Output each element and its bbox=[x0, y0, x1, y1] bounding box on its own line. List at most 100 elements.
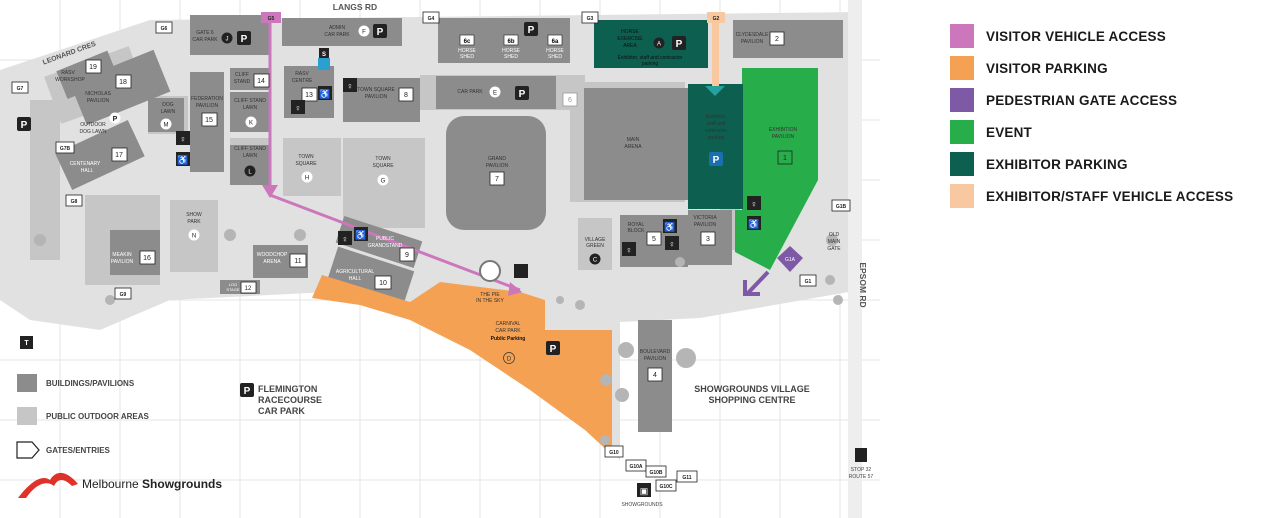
village-label-1: SHOWGROUNDS VILLAGE bbox=[694, 384, 810, 394]
clydesdale-label-2: PAVILION bbox=[741, 39, 764, 45]
parking-icon-horse bbox=[672, 36, 686, 50]
gate-t-label: T bbox=[24, 340, 29, 347]
location-j-label: J bbox=[226, 37, 229, 43]
exhibitor-parking-label-1: Exhibitor, bbox=[706, 114, 727, 120]
building-number-19-box bbox=[85, 59, 102, 74]
cliff-stand-lawn-label-2: LAWN bbox=[243, 105, 258, 111]
admin-label-1: ADMIN bbox=[329, 25, 346, 31]
location-d-marker bbox=[503, 352, 515, 364]
village-green-label-2: GREEN bbox=[586, 243, 604, 249]
gate-g10c-label: G10C bbox=[659, 484, 672, 490]
grand-pavilion-label-2: PAVILION bbox=[486, 163, 509, 169]
meakin-label-1: MEAKIN bbox=[112, 252, 132, 258]
legend-label: VISITOR VEHICLE ACCESS bbox=[986, 28, 1166, 44]
gate-g7-badge bbox=[11, 81, 29, 94]
village-green-label-1: VILLAGE bbox=[585, 237, 607, 243]
gate-g2-label: G2 bbox=[713, 16, 720, 22]
location-e-label: E bbox=[493, 91, 497, 97]
gate-g1b-badge bbox=[831, 199, 851, 212]
location-k-label: K bbox=[249, 121, 253, 127]
parking-icon-exhibitor-letter: P bbox=[713, 155, 720, 166]
village-label-2: SHOPPING CENTRE bbox=[708, 395, 795, 405]
station-label: SHOWGROUNDS bbox=[621, 502, 663, 508]
boulevard-label-2: PAVILION bbox=[644, 356, 667, 362]
legend-label: PEDESTRIAN GATE ACCESS bbox=[986, 92, 1178, 108]
public-grandstand-label-2: GRANDSTAND bbox=[368, 243, 403, 249]
gate6-label-2: CAR PARK bbox=[192, 37, 218, 43]
location-l-marker bbox=[244, 165, 256, 177]
royal-block-label-1: ROYAL bbox=[628, 222, 645, 228]
shed-6c-label-2: SHED bbox=[460, 54, 474, 60]
toilets-icon-royal-glyph: ♀ bbox=[626, 245, 633, 255]
exhibitor-parking-label-3: contractor bbox=[705, 128, 728, 134]
carnival-label-3: Public Parking bbox=[491, 336, 526, 342]
accessible-icon-exhibition bbox=[747, 216, 761, 230]
parking-icon-horse-letter: P bbox=[676, 39, 683, 50]
legend-swatch bbox=[950, 56, 974, 80]
pie-label-1: THE PIE bbox=[480, 292, 500, 298]
legend-swatch bbox=[950, 184, 974, 208]
building-number-15: 15 bbox=[205, 117, 213, 124]
old-main-gate-label-2: MAIN bbox=[828, 239, 841, 245]
building-number-5-box bbox=[646, 231, 662, 246]
building-number-4-box bbox=[647, 367, 663, 382]
building-number-11: 11 bbox=[294, 258, 301, 265]
legend-swatch bbox=[950, 24, 974, 48]
cliff-stand-lawn-label-1: CLIFF STAND bbox=[234, 98, 266, 104]
dog-lawn-label-1: DOG bbox=[162, 102, 174, 108]
trees bbox=[34, 229, 843, 445]
toilets-icon-west bbox=[176, 131, 190, 145]
location-k-marker bbox=[245, 116, 257, 128]
exhibition-pavilion-label-2: PAVILION bbox=[772, 134, 795, 140]
centenary-label-1: CENTENARY bbox=[70, 161, 101, 167]
tram-stop-icon bbox=[855, 448, 867, 462]
parking-icon-admin bbox=[373, 24, 387, 38]
accessible-icon-royal bbox=[663, 219, 677, 233]
parking-icon-outdoor-dog-letter: P bbox=[113, 116, 118, 123]
parking-icon-admin-letter: P bbox=[377, 27, 384, 38]
building-number-4: 4 bbox=[653, 372, 657, 379]
public-grandstand-label-1: PUBLIC bbox=[376, 236, 394, 242]
legend-swatch bbox=[950, 88, 974, 112]
exhibitor-staff-access-arrow bbox=[705, 86, 725, 96]
key-gate-icon bbox=[16, 441, 40, 459]
toilets-icon-exhibition-glyph: ♀ bbox=[751, 199, 758, 209]
horse-exercise-label-4: Exhibitor, staff and contractor bbox=[618, 55, 683, 61]
accessible-icon-grandstand-glyph: ♿ bbox=[355, 229, 366, 240]
legend-swatch bbox=[950, 120, 974, 144]
gate-g8-label: G8 bbox=[71, 199, 78, 205]
visitor-route-arrow-g5 bbox=[262, 185, 278, 198]
toilets-icon-royal bbox=[622, 242, 636, 256]
shed-6a-label-2: SHED bbox=[548, 54, 562, 60]
agricultural-label-1: AGRICULTURAL bbox=[336, 269, 374, 275]
location-c-marker bbox=[589, 253, 601, 265]
showgrounds-map: G1A MAIN ARENA GRAND PAVILION EXHIBITION… bbox=[0, 0, 880, 518]
pie-label-2: IN THE SKY bbox=[476, 298, 504, 304]
gate-g4-label: G4 bbox=[428, 16, 435, 22]
parking-icon-racecourse bbox=[240, 383, 254, 397]
carnival-label-2: CAR PARK bbox=[495, 328, 521, 334]
show-park-label-1: SHOW bbox=[186, 212, 202, 218]
gate-g10b-label: G10B bbox=[649, 470, 662, 476]
legend-item-exhibitor-staff-vehicle-access: EXHIBITOR/STAFF VEHICLE ACCESS bbox=[950, 180, 1250, 212]
building-number-12: 12 bbox=[245, 286, 252, 292]
victoria-label-2: PAVILION bbox=[694, 222, 717, 228]
parking-icon-racecourse-letter: P bbox=[244, 386, 251, 397]
gate-g7b-label: G7B bbox=[60, 146, 71, 152]
car-park-label: CAR PARK bbox=[457, 89, 483, 95]
building-number-19: 19 bbox=[89, 64, 97, 71]
building-number-6: 6 bbox=[568, 97, 572, 104]
town-square-2-label-2: SQUARE bbox=[295, 161, 317, 167]
gate-g10b-badge bbox=[645, 465, 667, 478]
horse-exercise-label-5: parking bbox=[642, 61, 659, 67]
building-number-2: 2 bbox=[775, 36, 779, 43]
tram-stop-label-1: STOP 32 bbox=[851, 467, 872, 473]
location-h-label: H bbox=[305, 176, 309, 182]
toilets-icon-west-glyph: ♀ bbox=[180, 134, 187, 144]
legend-label: EVENT bbox=[986, 124, 1033, 140]
location-n-marker bbox=[188, 229, 200, 241]
building-number-17: 17 bbox=[115, 152, 123, 159]
toilets-icon-grandstand bbox=[338, 231, 352, 245]
key-outdoor-label: PUBLIC OUTDOOR AREAS bbox=[46, 412, 149, 421]
gate-g8-badge bbox=[65, 194, 83, 207]
